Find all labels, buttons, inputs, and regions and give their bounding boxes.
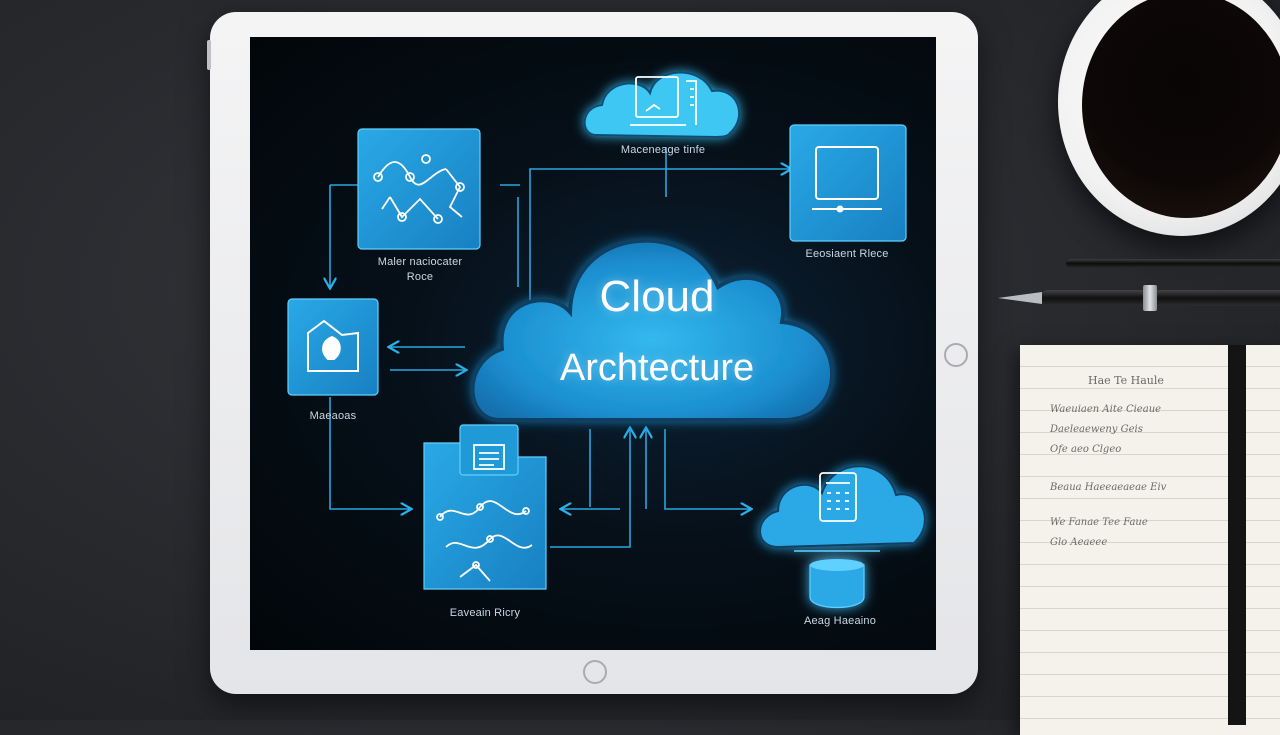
coffee-liquid — [1082, 0, 1280, 218]
label-top-cloud: Maceneage tinfe — [620, 144, 706, 156]
label-mid-left: Maeaoas — [309, 410, 357, 422]
tablet-side-button — [207, 40, 211, 70]
notebook-heading: Hae Te Haule — [1088, 374, 1164, 387]
tablet-home-button-right — [944, 343, 968, 367]
calculator-icon — [819, 472, 857, 522]
notebook-line: Glo Aeaeee — [1050, 537, 1108, 548]
top-left-node — [357, 128, 481, 250]
shield-icon — [307, 319, 359, 372]
pen-band — [1143, 285, 1157, 311]
notebook-line: Beaua Haeeaeaeae Eiv — [1050, 482, 1167, 493]
label-bottom-right: Aeag Haeaino — [803, 615, 877, 627]
notebook-strap — [1228, 345, 1246, 725]
document-icon — [436, 444, 533, 582]
top-right-node — [789, 124, 907, 242]
notebook-line: We Fanae Tee Faue — [1050, 517, 1148, 528]
label-top-left-sub: Roce — [406, 271, 434, 283]
bottom-right-cloud-node — [759, 465, 926, 609]
network-icon — [373, 154, 465, 224]
diagram-title-line2: Archtecture — [559, 347, 755, 389]
pen-bottom — [1040, 290, 1280, 306]
notebook-line: Ofe aeo Clgeo — [1050, 444, 1122, 455]
notebook-line: Waeuiaen Aite Cieaue — [1050, 404, 1162, 415]
top-cloud-node — [583, 71, 740, 139]
label-top-right: Eeosiaent Rlece — [805, 248, 889, 260]
label-top-left: Maler naciocater — [377, 256, 463, 268]
notebook-line: Daeleaeweny Geis — [1050, 424, 1143, 435]
label-bottom-doc: Eaveain Ricry — [449, 607, 521, 619]
diagram-title-line1: Cloud — [599, 272, 715, 321]
pen-nib — [998, 292, 1042, 304]
pen-top — [1066, 259, 1280, 268]
tablet-home-button-bottom — [583, 660, 607, 684]
main-cloud — [470, 238, 834, 422]
monitor-icon — [630, 76, 697, 126]
screen-icon — [812, 146, 882, 213]
architecture-diagram — [287, 71, 926, 609]
bottom-document-node — [423, 424, 547, 590]
tablet-screen: Maceneage tinfe Eeosiaent Rlece Maler na… — [250, 37, 936, 650]
